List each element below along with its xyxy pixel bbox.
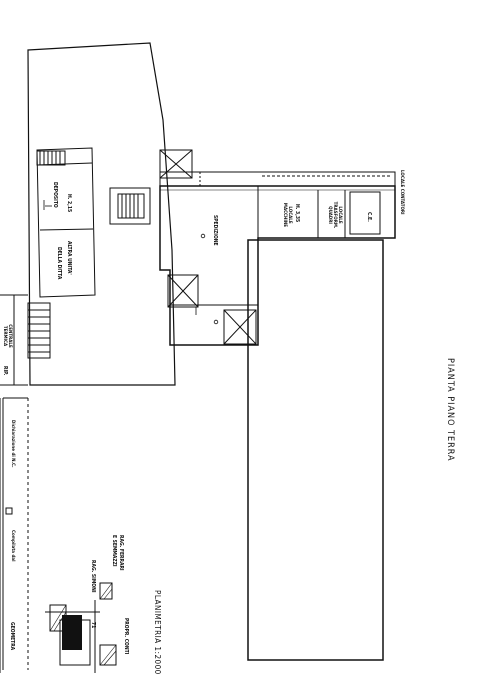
hatched-parcels [49, 582, 117, 666]
room-locale-macchine-height: H. 3,35 [294, 204, 300, 223]
light-well-lower [223, 309, 257, 345]
room-locale-macchine: LOCALE MACCHINE [282, 202, 292, 228]
stair-center [109, 187, 151, 225]
plan-title: PIANTA PIANO TERRA [445, 358, 455, 462]
adjacent-building-inner [36, 147, 96, 298]
title-block [0, 397, 29, 673]
room-locale-contatori: LOCALE CONTATORI [399, 170, 404, 215]
neighbor-semmazzi: E SEMMAZZI [111, 535, 117, 567]
room-deposito: DEPOSITO [52, 182, 58, 208]
light-well-top [159, 149, 193, 179]
adjacent-building-outline [27, 42, 176, 386]
door-symbols [43, 200, 219, 325]
room-centrale-termica: CENTRALE TERMICA [2, 324, 12, 348]
titleblock-compilata: Compilata dal [10, 530, 15, 562]
planimetria-label: PLANIMETRIA 1:2000 [153, 590, 162, 675]
site-plan-building-mass [62, 615, 82, 650]
titleblock-geometra: GEOMETRA [9, 622, 15, 651]
neighbor-rag-simoni: RAG. SIMONI [90, 560, 96, 593]
stair-left-lower [27, 302, 51, 359]
stair-left-upper [36, 150, 66, 166]
room-della-ditta: DELLA DITTA [56, 247, 62, 280]
room-spedizione: SPEDIZIONE [212, 215, 218, 246]
warehouse-hall [247, 239, 384, 661]
room-locale-trasform: LOCALE TRASFORM. QUADRI [327, 201, 342, 229]
parcel-number: 71 [90, 622, 96, 629]
neighbor-propr-conti: PROPR. CONTI [123, 618, 129, 655]
room-deposito-height: H. 2,15 [66, 194, 72, 213]
neighbor-rag-ferrari: RAG. FERRARI [118, 535, 124, 571]
top-corridor [159, 171, 396, 187]
light-well-center [167, 274, 199, 308]
room-altra-unita: ALTRA UNITA' [66, 241, 72, 275]
room-ce: C.E. [366, 212, 372, 222]
main-building-outline [159, 185, 396, 346]
titleblock-dichiarazione: Dichiarazione di N.C. [10, 420, 15, 468]
room-rip: RIP. [2, 366, 8, 376]
